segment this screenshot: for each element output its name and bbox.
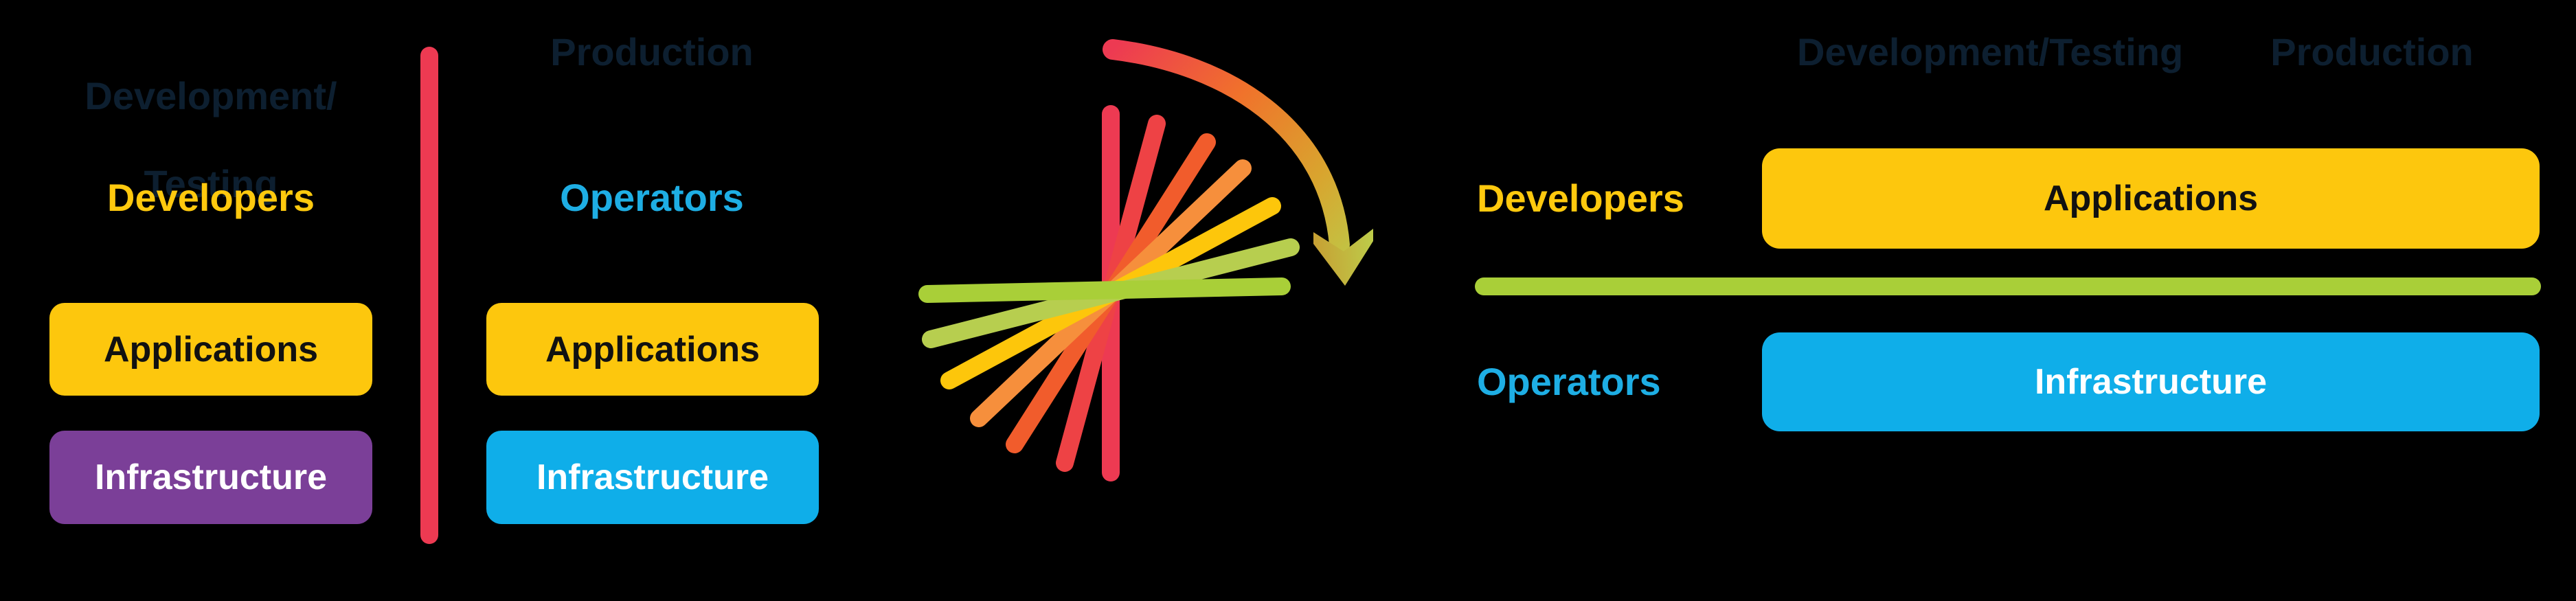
converged-operators-label: Operators [1477,360,1661,403]
dev-applications-box: Applications [49,303,372,396]
developers-label: Developers [107,176,315,219]
converged-dev-testing-header: Development/Testing [1797,30,2184,73]
operators-label: Operators [560,176,744,219]
rotation-fan-lines [918,105,1300,481]
converged-developers-label: Developers [1477,177,1684,220]
fan-line-final-horizontal [918,277,1291,303]
rotation-arc [1103,39,1350,255]
silo-divider-bar [420,47,438,544]
dev-testing-header: Development/ Testing [39,30,383,206]
converged-infrastructure-box: Infrastructure [1762,332,2540,431]
dev-infrastructure-box: Infrastructure [49,431,372,524]
converged-separator-bar [1475,277,2541,295]
prod-applications-box: Applications [486,303,819,396]
converged-applications-box-label: Applications [2043,179,2259,218]
dev-infrastructure-box-label: Infrastructure [94,457,328,497]
dev-testing-header-line1: Development/ [84,74,337,117]
prod-applications-box-label: Applications [545,329,760,370]
rotation-arrow-head-icon [1313,229,1373,286]
dev-testing-header-line2: Testing [144,162,278,205]
converged-applications-box: Applications [1762,148,2540,249]
converged-infrastructure-box-label: Infrastructure [2034,362,2268,402]
converged-production-header: Production [2270,30,2474,73]
prod-infrastructure-box: Infrastructure [486,431,819,524]
production-header: Production [550,30,754,73]
dev-applications-box-label: Applications [103,329,319,370]
prod-infrastructure-box-label: Infrastructure [536,457,769,497]
